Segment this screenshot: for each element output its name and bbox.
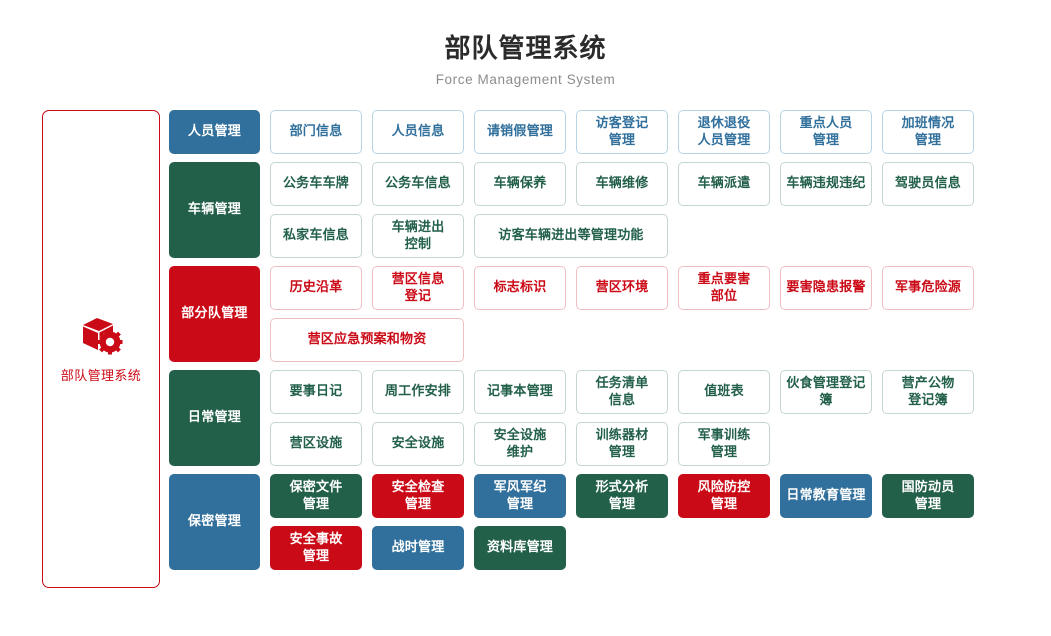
item-row: 公务车车牌公务车信息车辆保养车辆维修车辆派遣车辆违规违纪驾驶员信息 — [270, 161, 1051, 206]
category-button-日常管理[interactable]: 日常管理 — [169, 369, 260, 466]
category-row-部分队管理: 部分队管理历史沿革营区信息登记标志标识营区环境重点要害部位要害隐患报警军事危险源… — [169, 265, 1051, 362]
main-layout: 部队管理系统 人员管理部门信息人员信息请销假管理访客登记管理退休退役人员管理重点… — [0, 109, 1051, 588]
module-grid: 人员管理部门信息人员信息请销假管理访客登记管理退休退役人员管理重点人员管理加班情… — [169, 109, 1051, 578]
category-button-人员管理[interactable]: 人员管理 — [169, 109, 260, 154]
box-gear-icon — [78, 314, 124, 356]
module-button-驾驶员信息[interactable]: 驾驶员信息 — [882, 161, 974, 206]
item-row: 私家车信息车辆进出控制访客车辆进出等管理功能 — [270, 213, 1051, 258]
module-button-战时管理[interactable]: 战时管理 — [372, 525, 464, 570]
module-button-重点人员管理[interactable]: 重点人员管理 — [780, 109, 872, 154]
module-button-要害隐患报警[interactable]: 要害隐患报警 — [780, 265, 872, 310]
module-button-营区环境[interactable]: 营区环境 — [576, 265, 668, 310]
module-button-安全事故管理[interactable]: 安全事故管理 — [270, 525, 362, 570]
module-button-公务车车牌[interactable]: 公务车车牌 — [270, 161, 362, 206]
module-button-人员信息[interactable]: 人员信息 — [372, 109, 464, 154]
module-button-加班情况管理[interactable]: 加班情况管理 — [882, 109, 974, 154]
item-row: 安全事故管理战时管理资料库管理 — [270, 525, 1051, 570]
module-button-退休退役人员管理[interactable]: 退休退役人员管理 — [678, 109, 770, 154]
item-row: 营区设施安全设施安全设施维护训练器材管理军事训练管理 — [270, 421, 1051, 466]
module-button-训练器材管理[interactable]: 训练器材管理 — [576, 421, 668, 466]
category-items-车辆管理: 公务车车牌公务车信息车辆保养车辆维修车辆派遣车辆违规违纪驾驶员信息私家车信息车辆… — [270, 161, 1051, 258]
sidebar-label: 部队管理系统 — [60, 367, 142, 383]
module-button-安全检查管理[interactable]: 安全检查管理 — [372, 473, 464, 518]
module-button-资料库管理[interactable]: 资料库管理 — [474, 525, 566, 570]
module-button-车辆派遣[interactable]: 车辆派遣 — [678, 161, 770, 206]
module-button-私家车信息[interactable]: 私家车信息 — [270, 213, 362, 258]
module-button-任务清单信息[interactable]: 任务清单信息 — [576, 369, 668, 414]
module-button-营产公物登记簿[interactable]: 营产公物登记簿 — [882, 369, 974, 414]
module-button-部门信息[interactable]: 部门信息 — [270, 109, 362, 154]
module-button-国防动员管理[interactable]: 国防动员管理 — [882, 473, 974, 518]
module-button-车辆维修[interactable]: 车辆维修 — [576, 161, 668, 206]
category-row-车辆管理: 车辆管理公务车车牌公务车信息车辆保养车辆维修车辆派遣车辆违规违纪驾驶员信息私家车… — [169, 161, 1051, 258]
module-button-军事训练管理[interactable]: 军事训练管理 — [678, 421, 770, 466]
module-button-营区信息登记[interactable]: 营区信息登记 — [372, 265, 464, 310]
module-button-记事本管理[interactable]: 记事本管理 — [474, 369, 566, 414]
module-button-军事危险源[interactable]: 军事危险源 — [882, 265, 974, 310]
item-row: 营区应急预案和物资 — [270, 317, 1051, 362]
module-button-安全设施维护[interactable]: 安全设施维护 — [474, 421, 566, 466]
module-button-保密文件管理[interactable]: 保密文件管理 — [270, 473, 362, 518]
category-row-人员管理: 人员管理部门信息人员信息请销假管理访客登记管理退休退役人员管理重点人员管理加班情… — [169, 109, 1051, 154]
module-button-车辆进出控制[interactable]: 车辆进出控制 — [372, 213, 464, 258]
category-button-车辆管理[interactable]: 车辆管理 — [169, 161, 260, 258]
module-button-营区应急预案和物资[interactable]: 营区应急预案和物资 — [270, 317, 464, 362]
item-row: 保密文件管理安全检查管理军风军纪管理形式分析管理风险防控管理日常教育管理国防动员… — [270, 473, 1051, 518]
sidebar[interactable]: 部队管理系统 — [42, 109, 160, 588]
module-button-军风军纪管理[interactable]: 军风军纪管理 — [474, 473, 566, 518]
item-row: 部门信息人员信息请销假管理访客登记管理退休退役人员管理重点人员管理加班情况管理 — [270, 109, 1051, 154]
category-row-日常管理: 日常管理要事日记周工作安排记事本管理任务清单信息值班表伙食管理登记簿营产公物登记… — [169, 369, 1051, 466]
page-header: 部队管理系统 Force Management System — [0, 0, 1051, 87]
module-button-风险防控管理[interactable]: 风险防控管理 — [678, 473, 770, 518]
module-button-要事日记[interactable]: 要事日记 — [270, 369, 362, 414]
module-button-值班表[interactable]: 值班表 — [678, 369, 770, 414]
module-button-形式分析管理[interactable]: 形式分析管理 — [576, 473, 668, 518]
page-title: 部队管理系统 — [444, 33, 607, 63]
category-button-保密管理[interactable]: 保密管理 — [169, 473, 260, 570]
module-button-车辆保养[interactable]: 车辆保养 — [474, 161, 566, 206]
item-row: 历史沿革营区信息登记标志标识营区环境重点要害部位要害隐患报警军事危险源 — [270, 265, 1051, 310]
module-button-请销假管理[interactable]: 请销假管理 — [474, 109, 566, 154]
module-button-访客车辆进出等管理功能[interactable]: 访客车辆进出等管理功能 — [474, 213, 668, 258]
module-button-周工作安排[interactable]: 周工作安排 — [372, 369, 464, 414]
module-button-日常教育管理[interactable]: 日常教育管理 — [780, 473, 872, 518]
category-button-部分队管理[interactable]: 部分队管理 — [169, 265, 260, 362]
module-button-访客登记管理[interactable]: 访客登记管理 — [576, 109, 668, 154]
category-items-日常管理: 要事日记周工作安排记事本管理任务清单信息值班表伙食管理登记簿营产公物登记簿营区设… — [270, 369, 1051, 466]
module-button-公务车信息[interactable]: 公务车信息 — [372, 161, 464, 206]
page-subtitle: Force Management System — [435, 71, 616, 87]
module-button-安全设施[interactable]: 安全设施 — [372, 421, 464, 466]
module-button-重点要害部位[interactable]: 重点要害部位 — [678, 265, 770, 310]
module-button-车辆违规违纪[interactable]: 车辆违规违纪 — [780, 161, 872, 206]
module-button-营区设施[interactable]: 营区设施 — [270, 421, 362, 466]
category-items-部分队管理: 历史沿革营区信息登记标志标识营区环境重点要害部位要害隐患报警军事危险源营区应急预… — [270, 265, 1051, 362]
module-button-历史沿革[interactable]: 历史沿革 — [270, 265, 362, 310]
category-items-保密管理: 保密文件管理安全检查管理军风军纪管理形式分析管理风险防控管理日常教育管理国防动员… — [270, 473, 1051, 570]
module-button-标志标识[interactable]: 标志标识 — [474, 265, 566, 310]
category-items-人员管理: 部门信息人员信息请销假管理访客登记管理退休退役人员管理重点人员管理加班情况管理 — [270, 109, 1051, 154]
category-row-保密管理: 保密管理保密文件管理安全检查管理军风军纪管理形式分析管理风险防控管理日常教育管理… — [169, 473, 1051, 570]
item-row: 要事日记周工作安排记事本管理任务清单信息值班表伙食管理登记簿营产公物登记簿 — [270, 369, 1051, 414]
module-button-伙食管理登记簿[interactable]: 伙食管理登记簿 — [780, 369, 872, 414]
